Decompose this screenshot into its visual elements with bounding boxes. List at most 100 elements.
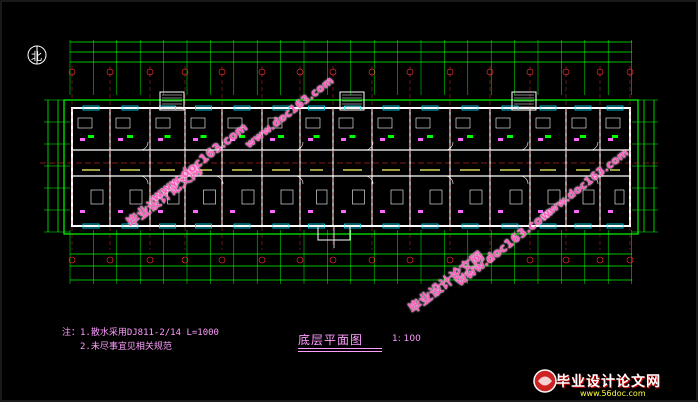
window-top — [308, 105, 325, 111]
room-label-mark — [574, 210, 579, 213]
axis-bubble — [526, 256, 534, 264]
window-bottom — [382, 223, 400, 229]
window-bottom — [159, 223, 176, 229]
axis-bubble — [626, 68, 634, 76]
window-top — [574, 105, 592, 111]
room-label-mark — [308, 138, 313, 141]
furniture-fixture — [155, 117, 171, 129]
axis-bubble — [486, 68, 494, 76]
room-label-mark — [458, 138, 463, 141]
axis-bubble — [258, 256, 266, 264]
fixture-mark — [349, 135, 356, 138]
room-label-mark — [270, 210, 275, 213]
furniture-fixture — [305, 117, 321, 129]
furniture-fixture — [415, 117, 431, 129]
furniture-fixture — [316, 189, 328, 205]
door-swing — [139, 141, 149, 151]
window-top — [272, 105, 290, 111]
title-underline — [298, 351, 382, 352]
fixture-mark — [545, 135, 551, 138]
drawing-title: 底层平面图 — [298, 333, 364, 347]
logo-icon — [533, 369, 557, 393]
furniture-fixture — [352, 189, 365, 205]
logo-text: 毕业设计论文网 — [556, 374, 661, 390]
fixture-mark — [388, 135, 394, 138]
window-bottom — [272, 223, 290, 229]
logo-url: www.56doc.com — [580, 389, 646, 398]
furniture-fixture — [167, 189, 180, 205]
room-label-mark — [158, 138, 163, 141]
fixture-mark — [507, 135, 513, 138]
drawing-scale: 1: 100 — [392, 334, 421, 344]
axis-bubble — [329, 256, 337, 264]
window-top — [421, 105, 439, 111]
room-label-mark — [380, 138, 385, 141]
room-label-mark — [80, 210, 85, 213]
axis-bubble — [526, 68, 534, 76]
door-swing — [444, 175, 454, 185]
axis-bubble — [368, 68, 376, 76]
room-label-mark — [193, 138, 198, 141]
fixture-mark — [278, 135, 284, 138]
axis-bubble — [106, 68, 114, 76]
furniture-fixture — [455, 117, 471, 129]
axis-bubble — [146, 256, 154, 264]
furniture-fixture — [614, 189, 625, 205]
furniture-fixture — [338, 117, 354, 129]
axis-bubble — [446, 256, 454, 264]
fixture-mark — [200, 135, 207, 138]
door-swing — [364, 175, 374, 185]
title-underline — [298, 348, 382, 349]
axis-bubble — [218, 68, 226, 76]
note-line-2: 2.未尽事宜见相关规范 — [80, 342, 172, 352]
furniture-fixture — [203, 189, 216, 205]
fixture-mark — [88, 135, 94, 138]
room-label-mark — [538, 210, 543, 213]
door-swing — [139, 175, 149, 185]
furniture-fixture — [377, 117, 393, 129]
axis-bubble — [68, 68, 76, 76]
room-label-mark — [230, 210, 235, 213]
furniture-fixture — [547, 189, 561, 205]
room-label-mark — [80, 138, 85, 141]
furniture-fixture — [509, 189, 523, 205]
axis-bubble — [146, 68, 154, 76]
stair-bay — [159, 91, 185, 111]
furniture-fixture — [90, 189, 104, 205]
window-top — [233, 105, 251, 111]
furniture-fixture — [390, 189, 404, 205]
furniture-fixture — [129, 189, 143, 205]
furniture-fixture — [241, 189, 255, 205]
door-swing — [214, 141, 224, 151]
door-swing — [364, 141, 374, 151]
axis-bubble — [296, 256, 304, 264]
window-top — [82, 105, 100, 111]
room-label-mark — [418, 210, 423, 213]
door-swing — [214, 175, 224, 185]
window-bottom — [501, 223, 519, 229]
fixture-mark — [427, 135, 433, 138]
room-label-mark — [608, 210, 613, 213]
stair-bay — [339, 91, 365, 111]
window-bottom — [539, 223, 557, 229]
fixture-mark — [612, 135, 618, 138]
furniture-fixture — [267, 117, 283, 129]
axis-bubble — [562, 256, 570, 264]
room-label-mark — [341, 138, 346, 141]
axis-bubble — [258, 68, 266, 76]
axis-bubble — [626, 256, 634, 264]
room-label-mark — [118, 210, 123, 213]
door-swing — [294, 175, 304, 185]
window-top — [382, 105, 400, 111]
room-label-mark — [418, 138, 423, 141]
room-label-mark — [158, 210, 163, 213]
window-bottom — [606, 223, 624, 229]
fixture-mark — [239, 135, 245, 138]
axis-bubble — [181, 256, 189, 264]
fixture-mark — [164, 135, 171, 138]
furniture-fixture — [77, 117, 93, 129]
furniture-fixture — [495, 117, 511, 129]
window-bottom — [121, 223, 139, 229]
